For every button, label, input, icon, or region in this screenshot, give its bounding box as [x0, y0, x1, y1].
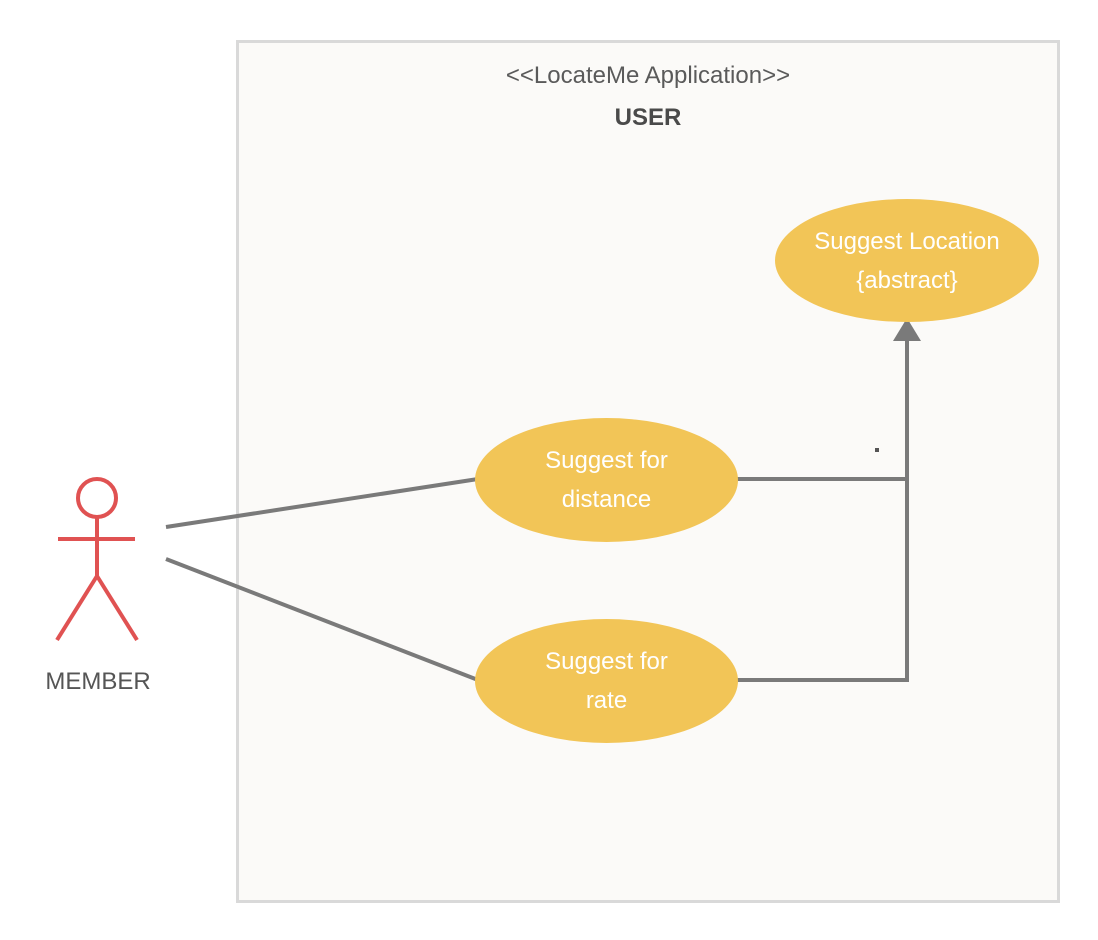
actor-right-leg	[95, 574, 139, 642]
generalization-arrowhead	[893, 318, 921, 341]
usecase-suggest-location-line2: {abstract}	[856, 266, 958, 294]
usecase-suggest-location-line1: Suggest Location	[814, 227, 1000, 255]
usecase-suggest-rate-line2: rate	[585, 687, 628, 714]
usecase-suggest-distance[interactable]: Suggest for distance	[475, 418, 738, 542]
usecase-suggest-location[interactable]: Suggest Location {abstract}	[775, 199, 1039, 322]
usecase-suggest-rate[interactable]: Suggest for rate	[475, 619, 738, 743]
actor-head	[76, 477, 118, 519]
generalization-rate[interactable]	[736, 340, 909, 682]
usecase-suggest-distance-line1: Suggest for	[545, 447, 668, 474]
actor-left-leg	[55, 574, 99, 642]
usecase-suggest-rate-line1: Suggest for	[545, 648, 668, 675]
association-member-rate[interactable]	[165, 557, 479, 682]
association-member-distance[interactable]	[165, 477, 479, 529]
system-stereotype: <<LocateMe Application>>	[505, 62, 791, 89]
usecase-suggest-distance-line2: distance	[561, 486, 652, 513]
stray-dot	[875, 448, 879, 452]
system-name: USER	[614, 104, 682, 131]
actor-label: MEMBER	[45, 668, 151, 695]
actor-figure[interactable]	[55, 477, 139, 642]
